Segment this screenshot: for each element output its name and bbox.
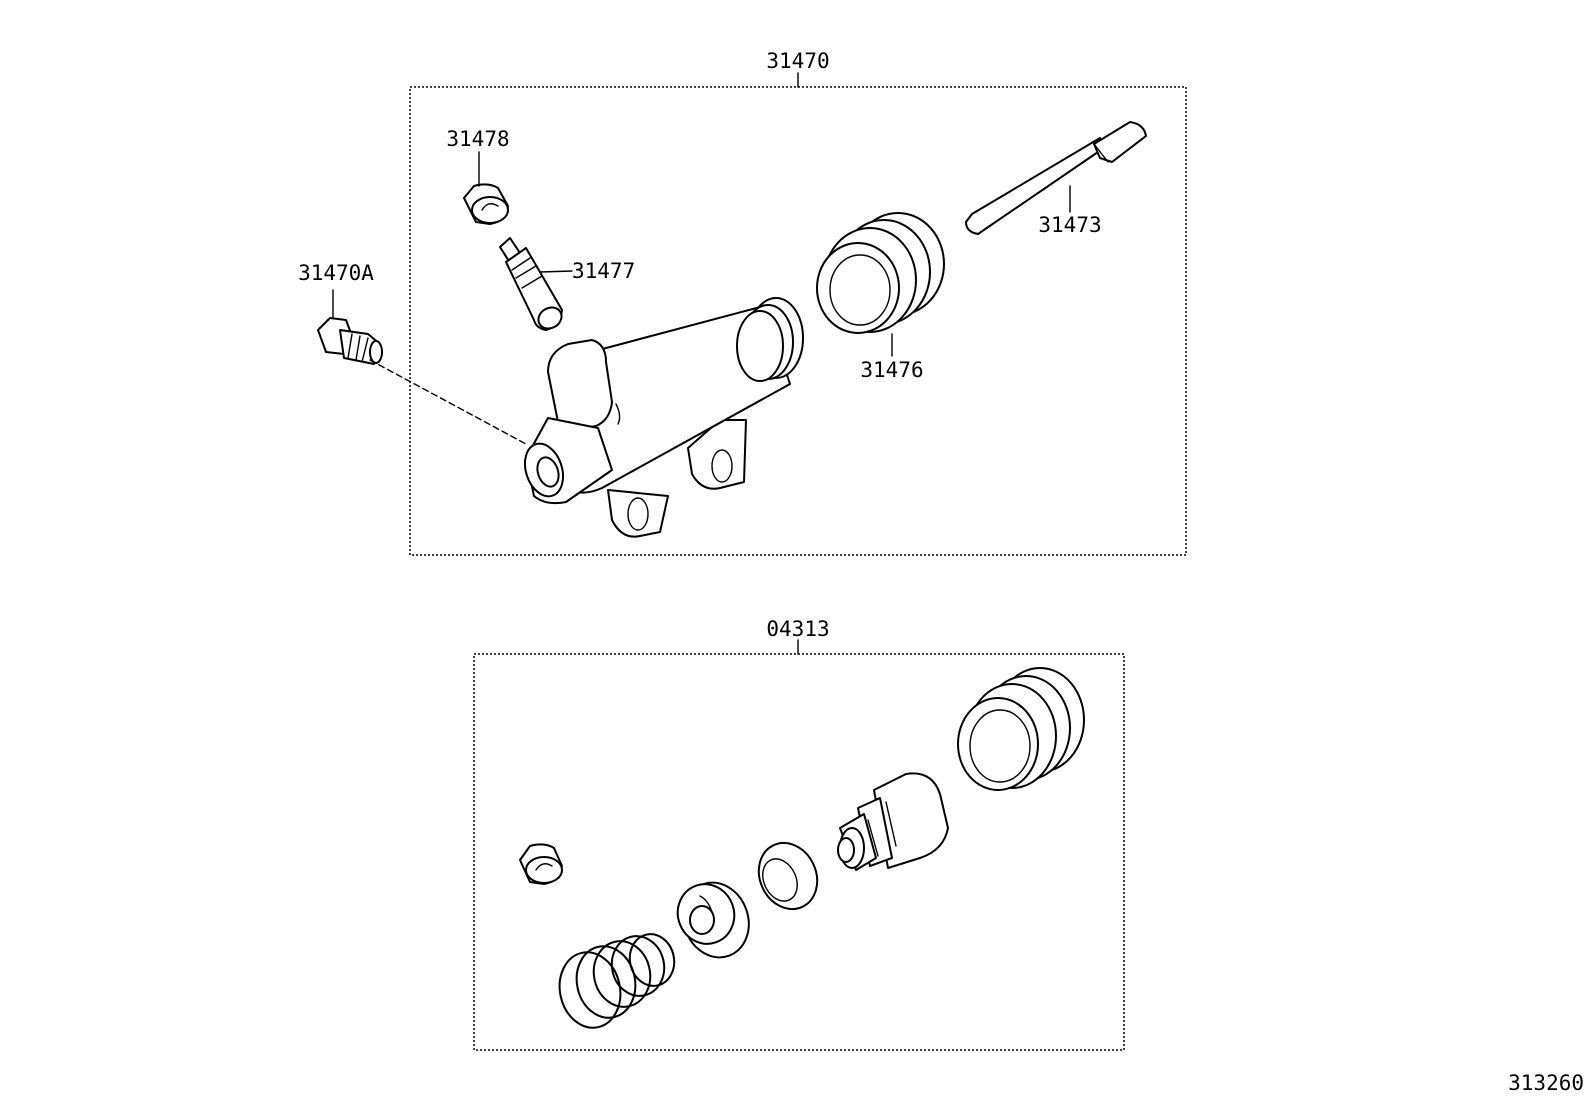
group-04313-frame [473,653,1125,1051]
bolt-install-path [369,359,527,445]
kit-piston[interactable] [837,772,949,871]
bleeder-plug-leader [539,270,573,273]
group-31470-label[interactable]: 31470 [766,49,829,73]
bleeder-cap-callout[interactable]: 31478 [446,127,509,151]
push-rod-part[interactable] [965,121,1147,235]
bolt-callout[interactable]: 31470A [298,261,374,285]
push-rod-callout[interactable]: 31473 [1038,213,1101,237]
bleeder-plug-part[interactable] [499,237,565,333]
boot-callout[interactable]: 31476 [860,358,923,382]
group-04313-label[interactable]: 04313 [766,617,829,641]
group-04313: 04313 [473,617,1125,1051]
group-31470: 31470 31478 31477 31473 [298,49,1187,556]
kit-boot[interactable] [957,667,1085,791]
bleeder-cap-part[interactable] [463,183,509,225]
bleeder-plug-callout[interactable]: 31477 [572,259,635,283]
bolt-part[interactable] [317,317,383,365]
kit-spring[interactable] [553,930,679,1033]
kit-bleeder-cap[interactable] [519,843,563,885]
figure-number: 313260 [1508,1071,1584,1095]
clutch-release-cylinder-body[interactable] [519,297,804,538]
boot-part[interactable] [816,212,945,334]
kit-piston-cup[interactable] [669,873,759,966]
kit-seal-ring[interactable] [748,833,827,918]
